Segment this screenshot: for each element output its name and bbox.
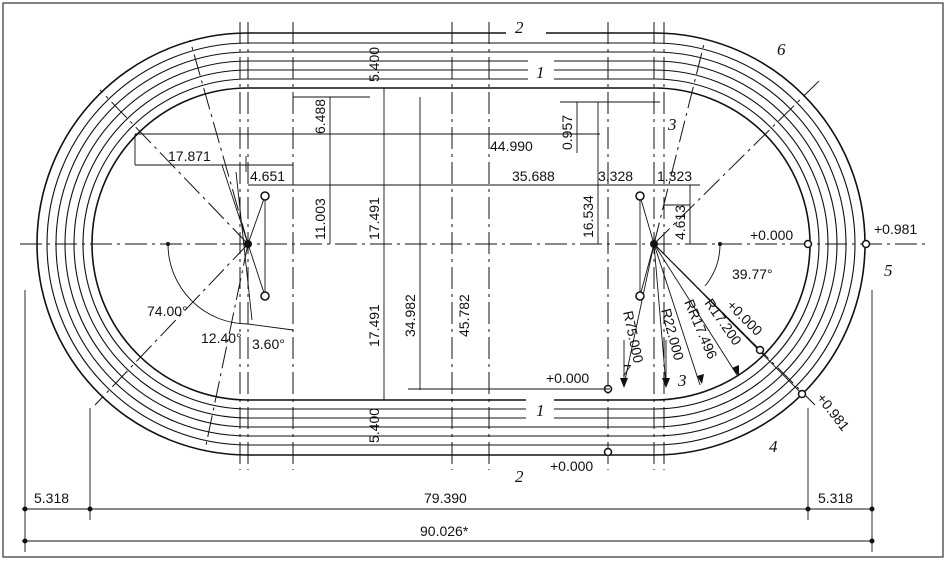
label-3-top: 3 xyxy=(667,115,677,134)
label-4: 4 xyxy=(769,437,778,456)
dim-4-613: 4.613 xyxy=(672,205,688,240)
dim-1-323: 1.323 xyxy=(657,168,692,184)
left-construction xyxy=(166,164,294,331)
label-1-top: 1 xyxy=(536,63,545,82)
right-construction xyxy=(603,191,871,457)
dim-45-782: 45.782 xyxy=(456,294,472,337)
label-3-bottom: 3 xyxy=(677,371,687,390)
dim-90-026: 90.026* xyxy=(420,523,469,539)
dim-3-60: 3.60° xyxy=(252,336,285,352)
dimension-lines xyxy=(22,88,875,552)
dim-plus-0-981-diag: +0.981 xyxy=(814,390,853,434)
dim-11-003: 11.003 xyxy=(312,198,328,240)
dim-plus-0-981-right: +0.981 xyxy=(874,221,917,237)
dim-74-00: 74.00° xyxy=(147,303,188,319)
dim-34-982: 34.982 xyxy=(402,294,418,337)
label-5: 5 xyxy=(884,261,893,280)
dim-plus-0-000-mid: +0.000 xyxy=(546,370,589,386)
dim-r22: R22.000 xyxy=(658,307,687,362)
label-2-bottom: 2 xyxy=(515,467,524,486)
label-2-top: 2 xyxy=(515,18,524,37)
dim-0-957: 0.957 xyxy=(559,115,575,150)
dim-44-990: 44.990 xyxy=(490,138,533,154)
dim-17-871: 17.871 xyxy=(168,148,211,164)
dim-plus-0-000-low: +0.000 xyxy=(550,458,593,474)
dim-5-400-bottom: 5.400 xyxy=(366,408,382,443)
label-1-bottom: 1 xyxy=(536,401,545,420)
position-labels: 2 1 3 6 5 7 3 1 2 4 xyxy=(515,18,893,486)
dim-3-328: 3.328 xyxy=(598,168,633,184)
dim-12-40: 12.40° xyxy=(201,330,242,346)
dim-5-318-left: 5.318 xyxy=(34,490,69,506)
dim-6-488: 6.488 xyxy=(312,99,328,134)
dim-39-77: 39.77° xyxy=(732,266,773,282)
dim-79-390: 79.390 xyxy=(424,490,467,506)
dim-5-400-top: 5.400 xyxy=(366,47,382,82)
dim-16-534: 16.534 xyxy=(580,195,596,238)
label-6: 6 xyxy=(777,40,786,59)
dim-plus-0-000-right: +0.000 xyxy=(750,227,793,243)
dim-4-651: 4.651 xyxy=(250,168,285,184)
label-7: 7 xyxy=(622,361,632,380)
dim-17-491-top: 17.491 xyxy=(366,197,382,240)
dim-5-318-right: 5.318 xyxy=(818,490,853,506)
dim-17-491-bottom: 17.491 xyxy=(366,304,382,347)
dim-35-688: 35.688 xyxy=(512,168,555,184)
dimension-texts: 5.400 6.488 17.871 44.990 0.957 4.651 35… xyxy=(34,47,917,539)
